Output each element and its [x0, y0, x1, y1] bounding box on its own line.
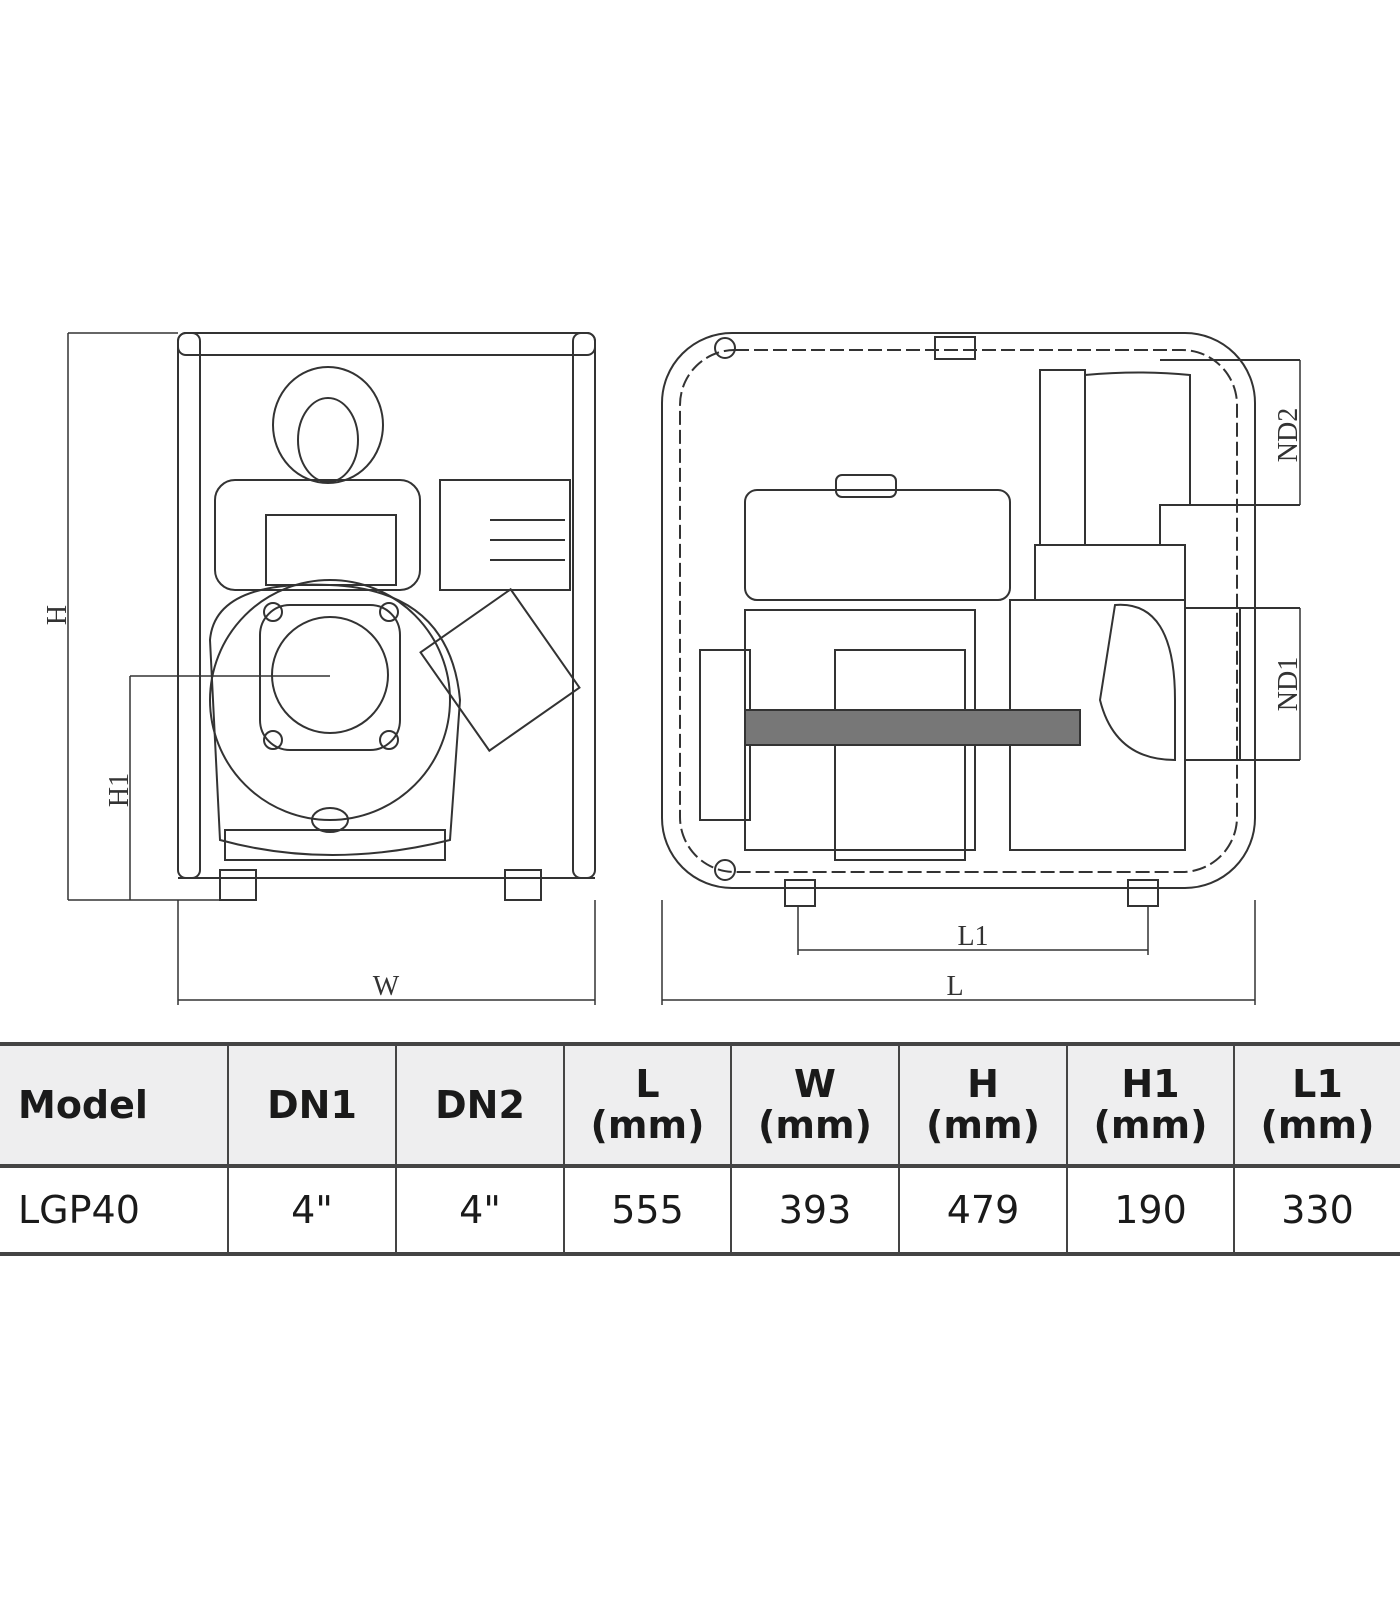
cell-h: 479	[898, 1166, 1067, 1254]
crankshaft-section	[744, 709, 1081, 746]
cell-l1: 330	[1233, 1166, 1400, 1254]
dim-label-w: W	[373, 971, 400, 1002]
side-dimensions	[661, 360, 1301, 1005]
header-dn1: DN1	[227, 1044, 396, 1166]
dim-label-l: L	[946, 971, 963, 1002]
cell-l: 555	[563, 1166, 731, 1254]
dim-label-nd2: ND2	[1273, 408, 1304, 462]
header-h: H(mm)	[898, 1044, 1067, 1166]
cell-w: 393	[730, 1166, 899, 1254]
cell-model: LGP40	[18, 1188, 140, 1232]
side-view	[661, 332, 1300, 907]
cell-dn1: 4"	[227, 1166, 396, 1254]
front-dimensions	[67, 332, 596, 1005]
header-l: L(mm)	[563, 1044, 731, 1166]
header-model: Model	[18, 1082, 148, 1127]
header-w: W(mm)	[730, 1044, 899, 1166]
dim-label-l1: L1	[957, 921, 988, 952]
dim-label-h: H	[42, 605, 73, 625]
header-dn2: DN2	[395, 1044, 564, 1166]
header-h1: H1(mm)	[1066, 1044, 1234, 1166]
cell-dn2: 4"	[395, 1166, 564, 1254]
spec-table: Model DN1 DN2 L(mm) W(mm) H(mm) H1(mm) L…	[0, 1042, 1400, 1256]
header-l1: L1(mm)	[1233, 1044, 1400, 1166]
table-header-row: Model DN1 DN2 L(mm) W(mm) H(mm) H1(mm) L…	[0, 1044, 1400, 1166]
front-view	[177, 332, 596, 901]
cell-h1: 190	[1066, 1166, 1234, 1254]
dim-label-h1: H1	[104, 773, 135, 807]
dim-label-nd1: ND1	[1273, 657, 1304, 711]
table-row: LGP40 4" 4" 555 393 479 190 330	[0, 1166, 1400, 1254]
pump-technical-drawing: H H1 W L L1 ND2 ND1	[42, 332, 1304, 1005]
